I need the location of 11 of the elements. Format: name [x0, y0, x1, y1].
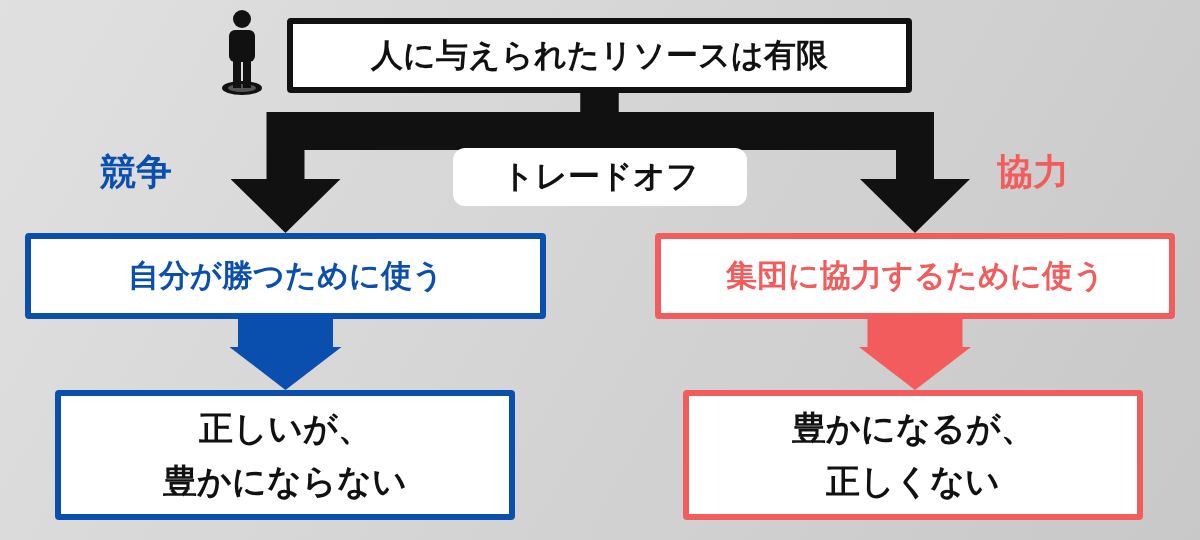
title-box: 人に与えられたリソースは有限 — [287, 18, 912, 93]
process-box: 集団に協力するために使う — [655, 233, 1175, 319]
result-box: 正しいが、豊かにならない — [55, 390, 515, 520]
arrow — [580, 93, 970, 233]
arrow — [859, 319, 971, 390]
process-box: 自分が勝つために使う — [25, 233, 546, 319]
arrow — [229, 319, 342, 390]
result-box: 豊かになるが、正しくない — [683, 390, 1143, 520]
tradeoff-box: トレードオフ — [453, 148, 747, 206]
side-label: 協力 — [997, 150, 1069, 194]
side-label: 競争 — [100, 150, 172, 194]
